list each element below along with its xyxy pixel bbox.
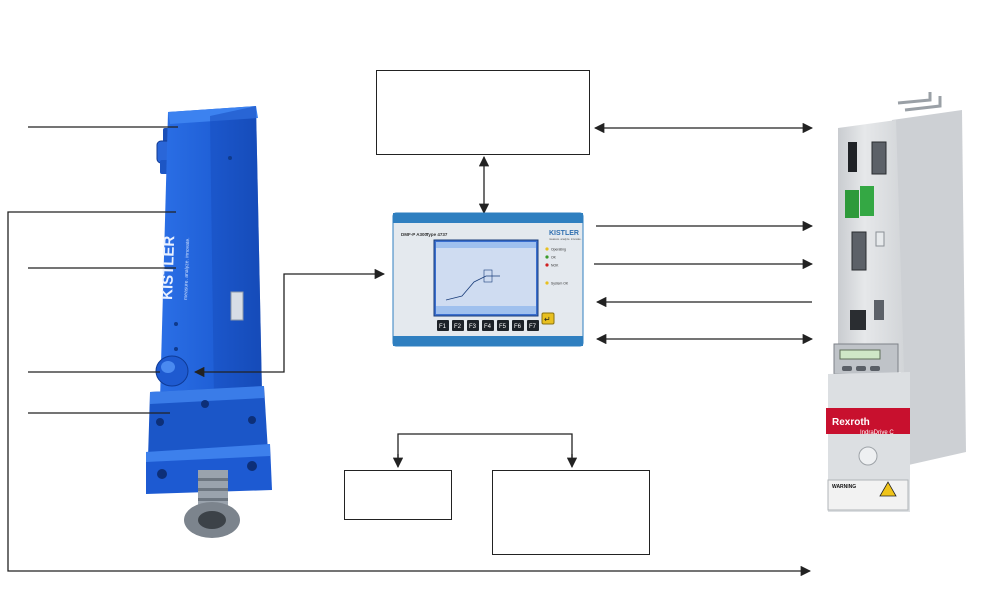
status-led-operating bbox=[545, 247, 548, 250]
svg-text:F4: F4 bbox=[484, 324, 492, 330]
svg-text:System OK: System OK bbox=[551, 282, 569, 286]
monitor-top-band bbox=[393, 213, 583, 223]
monitor-brand-sub: measure. analyze. innovate. bbox=[549, 237, 582, 241]
status-led-nok bbox=[545, 263, 548, 266]
split-connector bbox=[398, 434, 572, 464]
svg-text:F5: F5 bbox=[499, 324, 507, 330]
svg-text:F1: F1 bbox=[439, 324, 447, 330]
actuator-nameplate bbox=[231, 292, 243, 320]
status-led-ok bbox=[545, 255, 548, 258]
svg-text:F6: F6 bbox=[514, 324, 522, 330]
bottom-right-box bbox=[492, 470, 650, 555]
drive-image: Rexroth IndraDrive C WARNING bbox=[826, 92, 966, 512]
monitor-bottom-band bbox=[393, 336, 583, 346]
monitor-type-label: Type 4737 bbox=[426, 232, 448, 237]
svg-text:Operating: Operating bbox=[551, 248, 566, 252]
function-keys: F1 F2 F3 F4 F5 F6 F7 bbox=[437, 320, 539, 331]
bottom-left-box bbox=[344, 470, 452, 520]
top-center-box bbox=[376, 70, 590, 155]
enter-key-icon: ↵ bbox=[544, 315, 551, 324]
monitor-model-label: DMF-P A300 bbox=[401, 232, 428, 237]
status-led-system-ok bbox=[545, 281, 548, 284]
drive-product: IndraDrive C bbox=[860, 430, 894, 436]
drive-brand: Rexroth bbox=[832, 417, 870, 428]
svg-text:NOK: NOK bbox=[551, 264, 559, 268]
monitor-brand: KISTLER bbox=[549, 230, 579, 237]
drive-terminal-green bbox=[845, 190, 859, 218]
svg-text:WARNING: WARNING bbox=[832, 484, 856, 490]
actuator-image: KISTLER measure. analyze. innovate. bbox=[146, 106, 272, 538]
svg-text:F2: F2 bbox=[454, 324, 462, 330]
monitor-image: DMF-P A300 Type 4737 KISTLER measure. an… bbox=[393, 213, 583, 346]
svg-text:F7: F7 bbox=[529, 324, 537, 330]
drive-front bbox=[838, 120, 904, 372]
svg-text:F3: F3 bbox=[469, 324, 477, 330]
svg-text:OK: OK bbox=[551, 256, 557, 260]
